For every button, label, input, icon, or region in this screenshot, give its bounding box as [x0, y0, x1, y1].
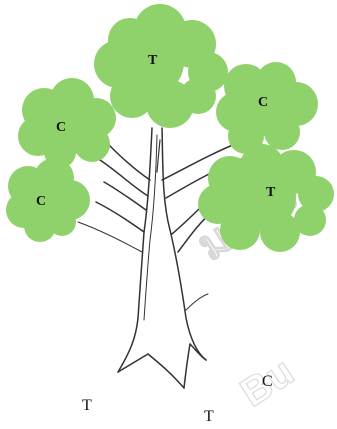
canopy-lower-left — [6, 158, 90, 242]
label-top-canopy: T — [148, 53, 158, 68]
label-ground-right: C — [262, 373, 273, 390]
label-lower-left-canopy: C — [36, 194, 46, 209]
label-ground-left: T — [82, 397, 92, 414]
canopy-top — [94, 4, 228, 128]
label-lower-right-canopy: T — [266, 185, 276, 200]
canopy-upper-left — [18, 78, 116, 168]
label-ground-middle: T — [204, 408, 214, 425]
label-upper-right-canopy: C — [258, 95, 268, 110]
label-upper-left-canopy: C — [56, 120, 66, 135]
branch-overlay — [157, 140, 160, 172]
